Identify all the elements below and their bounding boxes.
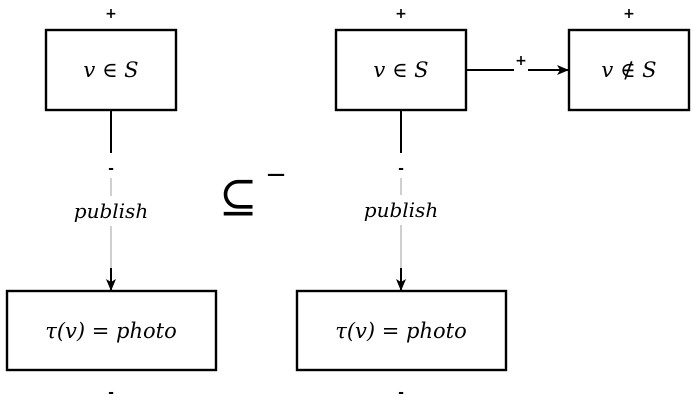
- left-pattern: + v ∈ S - publish τ(v) = photo -: [5, 6, 218, 401]
- left-edge-label-bg: [68, 196, 154, 226]
- left-top-node-sign: +: [105, 6, 117, 22]
- relation-sign: −: [265, 160, 287, 190]
- right-bottom-node-label: τ(v) = photo: [335, 319, 467, 343]
- right-bottom-node: [295, 289, 508, 372]
- left-bottom-node: [5, 289, 218, 372]
- left-edge-label: publish: [74, 199, 148, 223]
- left-edge-sign: -: [108, 161, 114, 177]
- right-side-node: [567, 28, 691, 112]
- right-top-node-sign: +: [395, 6, 407, 22]
- inclusion-relation: ⊆ −: [219, 160, 287, 223]
- left-top-node: [44, 28, 178, 112]
- right-bottom-node-sign: -: [398, 385, 404, 401]
- right-edge-sign: -: [398, 161, 404, 177]
- right-pattern: + v ∈ S + + v ∉ S - publish τ(v) = photo…: [295, 6, 691, 401]
- right-side-edge-sign: +: [515, 53, 527, 69]
- left-top-node-label: v ∈ S: [83, 58, 138, 82]
- right-side-node-sign: +: [623, 6, 635, 22]
- right-top-node-label: v ∈ S: [373, 58, 428, 82]
- right-edge-label-bg: [358, 195, 444, 225]
- right-side-node-label: v ∉ S: [601, 58, 656, 82]
- left-bottom-node-sign: -: [108, 385, 114, 401]
- subseteq-symbol: ⊆: [219, 169, 258, 223]
- left-bottom-node-label: τ(v) = photo: [45, 319, 177, 343]
- right-edge-label: publish: [364, 198, 438, 222]
